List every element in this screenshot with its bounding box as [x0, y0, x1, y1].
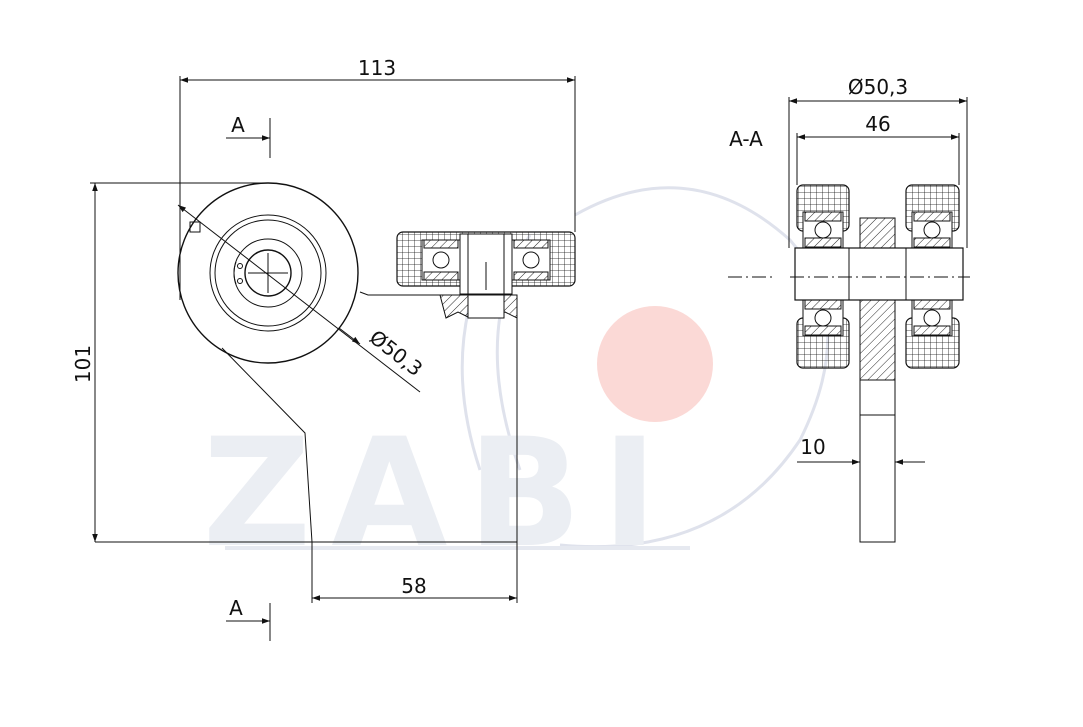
- dim-plate-thickness: 10: [800, 435, 825, 459]
- wheel-axle: [244, 249, 292, 297]
- front-view: Ø50,3 113 101: [71, 56, 576, 641]
- section-marker-top: A: [231, 113, 245, 137]
- section-title: A-A: [729, 127, 763, 151]
- wheel-bearing-ring: [209, 214, 327, 332]
- front-section-wheel: [396, 231, 576, 319]
- dim-overall-width: 113: [358, 56, 396, 80]
- section-marker-bottom: A: [229, 596, 243, 620]
- watermark-logo: ZABI: [203, 186, 830, 581]
- section-view: A-A Ø50,3: [728, 75, 970, 543]
- section-wheel-diameter-label: Ø50,3: [848, 75, 908, 99]
- watermark-dot: [597, 306, 713, 422]
- dim-overall-height: 101: [71, 345, 95, 383]
- watermark-text: ZABI: [203, 407, 678, 581]
- dim-bottom-width: 58: [401, 574, 426, 598]
- front-wheel-diameter-label: Ø50,3: [365, 325, 427, 381]
- dim-wheel-width: 46: [865, 112, 890, 136]
